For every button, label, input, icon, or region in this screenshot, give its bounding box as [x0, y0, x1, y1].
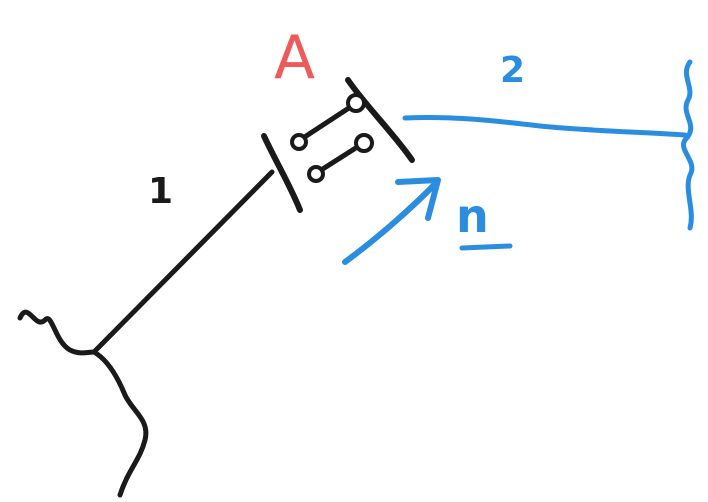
bar-1-label: 1	[148, 171, 173, 212]
normal-label: n	[456, 189, 489, 243]
joint-a-label: A	[274, 23, 315, 93]
joint-pin	[307, 165, 325, 183]
normal-arrow-head	[395, 177, 441, 221]
joint-plate-left	[261, 133, 303, 213]
joint-link-lower	[315, 141, 365, 175]
joint-pin	[346, 93, 366, 113]
right-fixed-support	[681, 59, 695, 231]
normal-label-underline	[459, 243, 513, 251]
joint-pin	[354, 133, 374, 153]
normal-arrow-shaft	[342, 179, 440, 265]
joint-link-upper	[297, 101, 358, 143]
joint-pin	[290, 133, 308, 151]
joint-plate-right	[345, 77, 415, 163]
bar-2-label: 2	[500, 50, 525, 91]
bar-1	[91, 169, 275, 355]
bar-2	[402, 114, 688, 138]
joint-a-linkage	[261, 77, 415, 213]
left-fixed-support	[17, 309, 149, 498]
